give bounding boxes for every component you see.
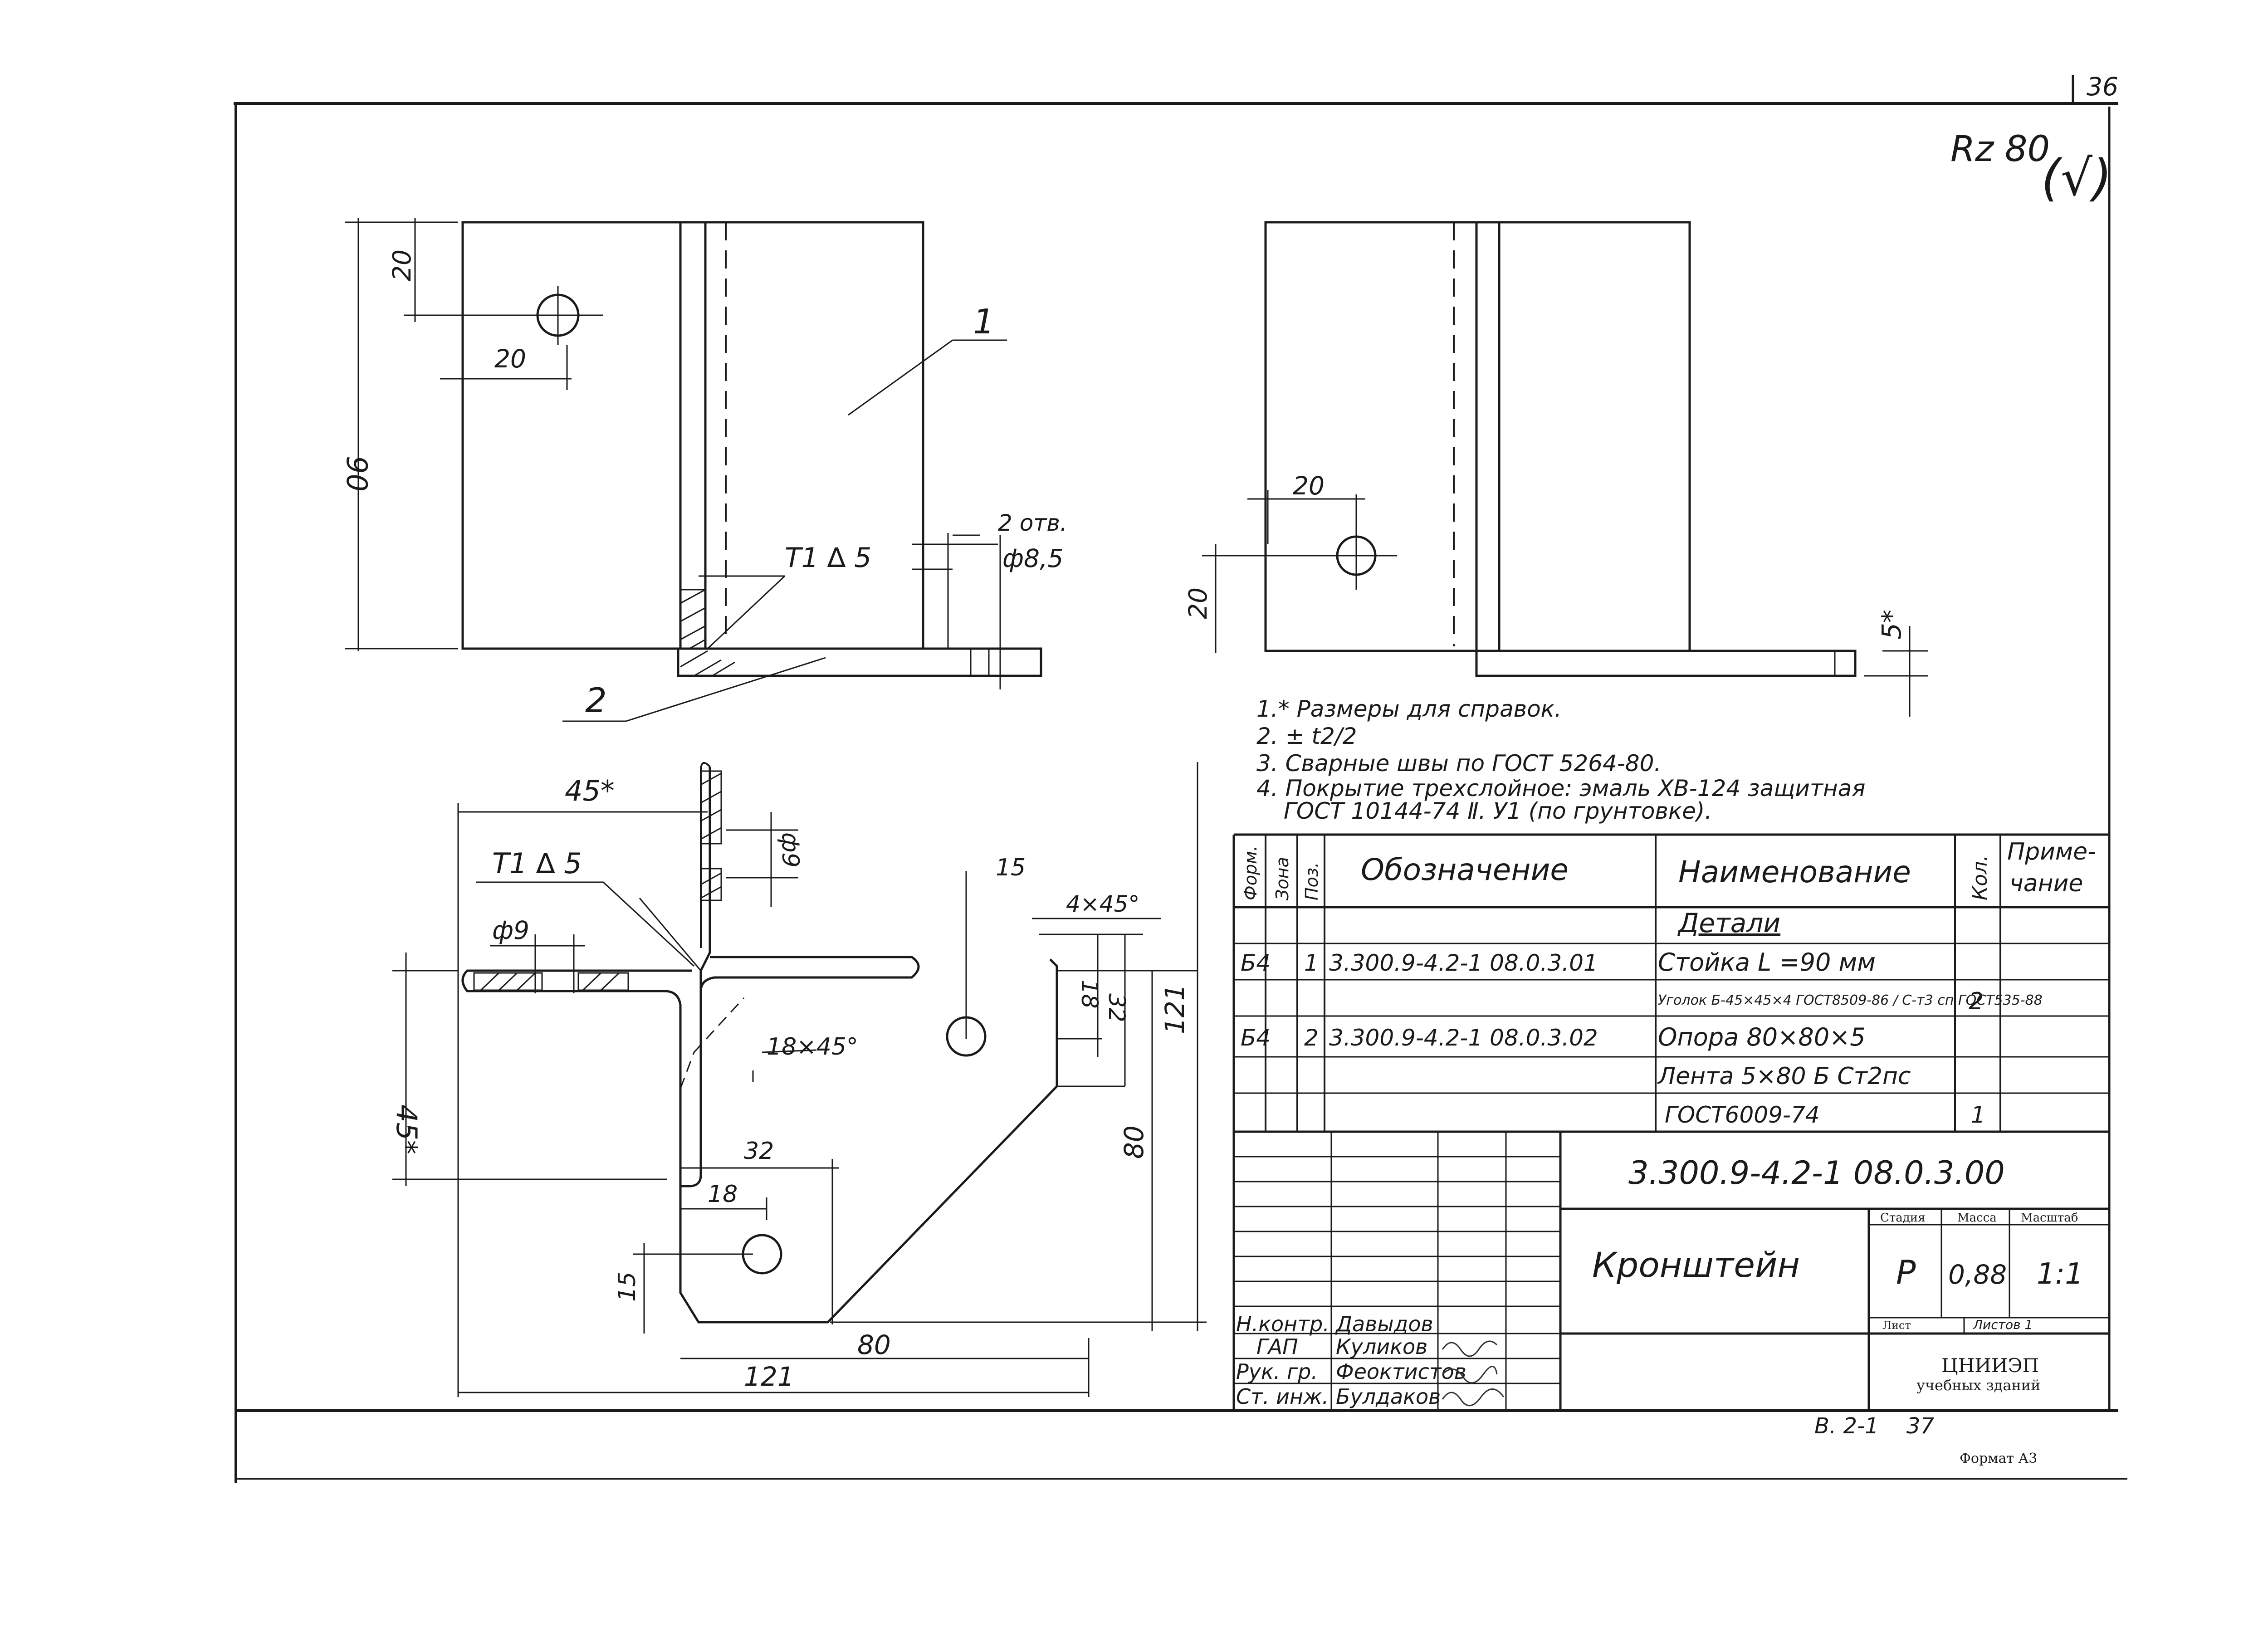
roughness-symbol: Rz 80 (√) — [1950, 129, 2112, 207]
title-block: 3.300.9-4.2-1 08.0.3.00 Кронштейн Стадия… — [1234, 1132, 2109, 1411]
role-st-inzh: Ст. инж. — [1236, 1384, 1329, 1409]
spec-cell-name: Опора 80×80×5 — [1658, 1023, 1866, 1051]
front-holes-diameter: ф8,5 — [1002, 544, 1064, 573]
name-davydov: Давыдов — [1335, 1312, 1433, 1336]
sheets-label: Листов 1 — [1973, 1317, 2033, 1332]
plan-dim-phi9-left: ф9 — [492, 916, 529, 945]
plan-dim-45-left: 45* — [390, 1104, 423, 1154]
spec-row: Уголок Б-45×45×4 ГОСТ8509-86 / С-т3 сп Г… — [1658, 988, 2043, 1015]
notes: 1.* Размеры для справок. 2. ± t2/2 3. Св… — [1256, 696, 1865, 824]
spec-table: Форм. Зона Поз. Обозначение Наименование… — [1232, 833, 2109, 1411]
front-dimensions — [345, 218, 1001, 689]
plan-dim-121-right: 121 — [1159, 984, 1190, 1034]
spec-cell-code: 3.300.9-4.2-1 08.0.3.01 — [1329, 950, 1598, 976]
spec-header-qty: Кол. — [1969, 855, 1992, 900]
mass-value: 0,88 — [1948, 1259, 2007, 1290]
spec-cell-qty: 2 — [1969, 988, 1984, 1015]
front-dim-top: 20 — [387, 249, 416, 281]
spec-header-pos: Поз. — [1302, 862, 1322, 900]
doc-title: Кронштейн — [1592, 1245, 1800, 1285]
spec-cell-name: Лента 5×80 Б Ст2пс — [1657, 1063, 1911, 1090]
plan-dim-32-right: 32 — [1104, 993, 1130, 1022]
plan-weld-label: Т1 ∆ 5 — [492, 847, 582, 880]
spec-row: Лента 5×80 Б Ст2пс — [1657, 1063, 1911, 1090]
note-3: 3. Сварные швы по ГОСТ 5264-80. — [1256, 750, 1661, 777]
plan-chamfer-18x45: 18×45° — [767, 1033, 858, 1060]
spec-cell-pos: 1 — [1304, 950, 1319, 976]
sheet-frame — [234, 75, 2127, 1483]
stage-label: Стадия — [1880, 1211, 1926, 1225]
spec-cell-form: Б4 — [1241, 950, 1271, 976]
note-2: 2. ± t2/2 — [1256, 723, 1357, 749]
side-dim-thickness: 5* — [1876, 610, 1907, 640]
format-label: Формат А3 — [1960, 1451, 2037, 1466]
spec-row: Б4 2 3.300.9-4.2-1 08.0.3.02 Опора 80×80… — [1241, 1023, 1866, 1051]
front-weld-hatch — [679, 589, 735, 677]
front-leader-1: 1 — [973, 302, 995, 342]
front-dim-left: 20 — [494, 344, 526, 373]
roughness-paren: (√) — [2041, 149, 2112, 207]
name-buldakov: Булдаков — [1336, 1384, 1441, 1409]
plan-weld-hatch — [473, 770, 722, 991]
front-leader-2: 2 — [585, 680, 607, 720]
org-line-2: учебных зданий — [1916, 1377, 2040, 1394]
front-view: 20 20 90 2 отв. ф8,5 1 2 Т1 ∆ 5 — [340, 218, 1067, 722]
sheet-label: Лист — [1882, 1319, 1911, 1332]
name-kulikov: Куликов — [1336, 1334, 1427, 1359]
spec-cell-pos: 2 — [1304, 1025, 1319, 1051]
org-line-1: ЦНИИЭП — [1941, 1354, 2039, 1377]
doc-code: 3.300.9-4.2-1 08.0.3.00 — [1628, 1154, 2005, 1192]
spec-cell-name: Стойка L =90 мм — [1658, 948, 1876, 977]
plan-dim-18-right: 18 — [1076, 980, 1103, 1009]
roughness-value: Rz 80 — [1950, 129, 2050, 170]
side-dim-bottom: 20 — [1183, 587, 1212, 619]
plan-dim-18-bottom: 18 — [708, 1181, 738, 1208]
spec-header-name: Наименование — [1678, 855, 1911, 889]
plan-dim-15-top: 15 — [996, 854, 1026, 881]
plan-dim-phi9-top: ф9 — [777, 832, 804, 868]
scale-value: 1:1 — [2037, 1257, 2083, 1291]
mass-label: Масса — [1957, 1211, 1997, 1225]
spec-cell-code: 3.300.9-4.2-1 08.0.3.02 — [1329, 1025, 1598, 1051]
spec-cell-name: Детали — [1677, 908, 1780, 938]
plan-dim-15-bottom: 15 — [614, 1272, 641, 1302]
spec-cell-form: Б4 — [1241, 1025, 1271, 1051]
front-holes-count: 2 отв. — [998, 510, 1067, 536]
role-n-kontr: Н.контр. — [1236, 1312, 1330, 1336]
spec-header-note-2: чание — [2009, 870, 2083, 897]
front-weld-label: Т1 ∆ 5 — [785, 542, 871, 574]
spec-cell-qty: 1 — [1971, 1102, 1985, 1128]
page-number: 36 — [2087, 72, 2118, 101]
signature-scribbles — [1442, 1340, 1505, 1407]
plan-chamfer-4x45: 4×45° — [1066, 891, 1139, 917]
front-dim-height: 90 — [340, 456, 373, 492]
spec-cell-name: ГОСТ6009-74 — [1665, 1102, 1820, 1128]
plan-dim-45-top: 45* — [565, 774, 615, 807]
note-1: 1.* Размеры для справок. — [1256, 696, 1562, 722]
scale-label: Масштаб — [2021, 1211, 2078, 1225]
spec-header-code: Обозначение — [1361, 852, 1569, 887]
spec-cell-name: Уголок Б-45×45×4 ГОСТ8509-86 / С-т3 сп Г… — [1658, 992, 2043, 1008]
plan-view: Т1 ∆ 5 45* 45* ф9 ф9 15 4×45° 18×45° 18 … — [390, 762, 1207, 1397]
spec-header-zone: Зона — [1272, 857, 1292, 900]
spec-row: Б4 1 3.300.9-4.2-1 08.0.3.01 Стойка L =9… — [1241, 948, 1876, 977]
plan-dimensions — [392, 762, 1207, 1397]
spec-header-note-1: Приме- — [2007, 838, 2096, 865]
plan-dim-32-bottom: 32 — [744, 1138, 774, 1165]
side-dim-left: 20 — [1293, 471, 1325, 500]
note-4-cont: ГОСТ 10144-74 Ⅱ. У1 (по грунтовке). — [1284, 798, 1712, 824]
spec-header-form: Форм. — [1241, 845, 1261, 900]
note-4: 4. Покрытие трехслойное: эмаль ХВ-124 за… — [1256, 775, 1865, 801]
spec-row: Детали — [1677, 908, 1780, 938]
plan-dim-121-bottom: 121 — [744, 1361, 794, 1392]
side-view: 20 20 5* — [1183, 221, 1928, 717]
plan-dim-80-bottom: 80 — [857, 1329, 891, 1360]
spec-row: ГОСТ6009-74 1 — [1665, 1102, 1985, 1128]
stage-value: Р — [1896, 1253, 1916, 1291]
plan-dim-80-right: 80 — [1119, 1125, 1149, 1159]
role-ruk-gr: Рук. гр. — [1236, 1359, 1318, 1384]
role-gap: ГАП — [1256, 1334, 1298, 1359]
bottom-ref: В. 2-1 37 — [1814, 1413, 1934, 1439]
